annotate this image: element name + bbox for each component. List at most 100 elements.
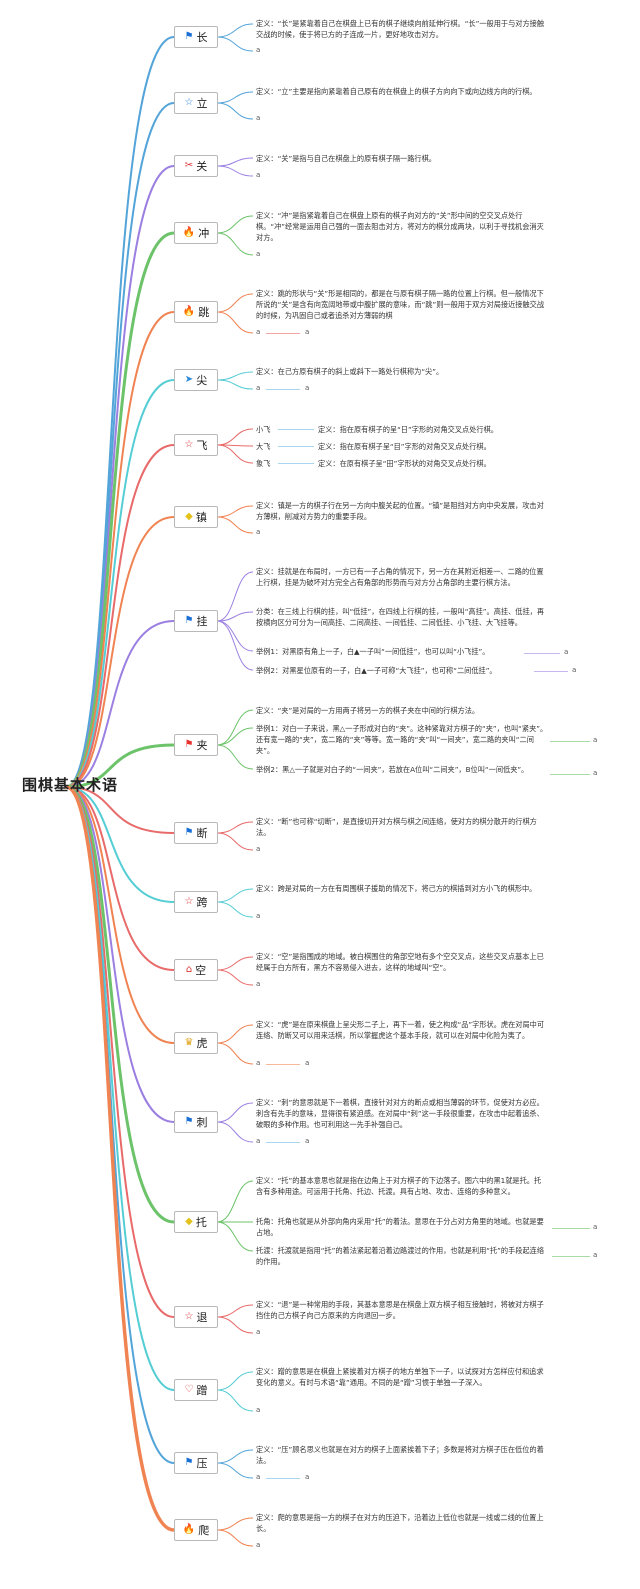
- topic-node-1[interactable]: ⚑长: [174, 26, 218, 48]
- def-kua: 定义：跨是对局的一方在有周围棋子援助的情况下，将己方的棋插到对方小飞的棋形中。: [256, 884, 537, 893]
- topic-node-15[interactable]: ⚑刺: [174, 1111, 218, 1133]
- separator: [278, 463, 314, 464]
- tools-icon: ✂: [184, 160, 194, 171]
- fei-big-label: 大飞: [256, 442, 271, 451]
- topic-node-14[interactable]: ♛虎: [174, 1032, 218, 1054]
- root-topic[interactable]: 围棋基本术语: [22, 776, 119, 794]
- placeholder-a: a: [256, 528, 261, 536]
- separator: [278, 446, 314, 447]
- gua-example-2: 举例2：对黑星位原有的一子，白▲一子可称“大飞挂”，也可称“二间低挂”。: [256, 666, 497, 675]
- topic-label: 关: [196, 160, 208, 173]
- def-duan: 定义：“断”也可称“切断”，是直接切开对方棋与棋之间连络，使对方的棋分散开的行棋…: [256, 817, 537, 837]
- topic-node-8[interactable]: ◆镇: [174, 506, 218, 528]
- topic-node-13[interactable]: ⌂空: [174, 959, 218, 981]
- heart-icon: ♡: [184, 1384, 194, 1395]
- topic-label: 飞: [196, 439, 208, 452]
- sub-connector: [216, 516, 254, 534]
- star-outline-icon: ☆: [184, 439, 194, 450]
- branch-line-3: [64, 231, 176, 789]
- topic-node-18[interactable]: ♡蹭: [174, 1379, 218, 1401]
- star-outline-icon: ☆: [184, 1311, 194, 1322]
- branch-line-18: [65, 786, 175, 1464]
- topic-node-12[interactable]: ☆跨: [174, 891, 218, 913]
- placeholder-a: a: [305, 384, 310, 392]
- topic-node-6[interactable]: ➤尖: [174, 369, 218, 391]
- flag-blue-icon: ⚑: [184, 827, 194, 838]
- def-tui: 定义：“退”是一种常用的手段，其基本意思是在棋盘上双方棋子相互接触时，将被对方棋…: [256, 1300, 544, 1320]
- branch-line-4: [65, 311, 175, 788]
- fire-icon: 🔥: [182, 227, 196, 238]
- placeholder-a: a: [305, 1137, 310, 1145]
- flag-red-icon: ⚑: [184, 739, 194, 750]
- sub-connector: [216, 727, 254, 746]
- topic-node-11[interactable]: ⚑断: [174, 822, 218, 844]
- sub-connector: [216, 1121, 254, 1143]
- separator: [550, 774, 590, 775]
- sub-connector: [216, 611, 254, 622]
- branch-line-19: [64, 785, 176, 1532]
- topic-node-9[interactable]: ⚑挂: [174, 610, 218, 632]
- sub-connector: [216, 232, 254, 256]
- topic-label: 爬: [198, 1524, 210, 1537]
- topic-node-3[interactable]: ✂关: [174, 155, 218, 177]
- sub-connector: [216, 571, 254, 622]
- separator: [266, 1478, 300, 1479]
- topic-label: 刺: [196, 1116, 208, 1129]
- placeholder-a: a: [256, 1059, 261, 1067]
- topic-node-17[interactable]: ☆退: [174, 1306, 218, 1328]
- placeholder-a: a: [593, 736, 598, 744]
- topic-node-7[interactable]: ☆飞: [174, 434, 218, 456]
- jia-example-2: 举例2：黑△一子就是对白子的“一间夹”，若放在A位叫“二间夹”，B位叫“一间低夹…: [256, 765, 529, 774]
- sub-connector: [216, 157, 254, 167]
- separator: [552, 1256, 590, 1257]
- fei-elephant-label: 象飞: [256, 459, 271, 468]
- diamond-icon: ◆: [185, 511, 193, 522]
- topic-node-10[interactable]: ⚑夹: [174, 734, 218, 756]
- placeholder-a: a: [256, 845, 261, 853]
- def-ci: 定义：“刺”的意思就是下一着棋，直接针对对方的断点或相当薄弱的环节，促使对方必应…: [256, 1098, 544, 1129]
- sub-connector: [216, 1529, 254, 1547]
- def-li: 定义：“立”主要是指向紧靠着自己原有的在棋盘上的棋子方向向下或向边线方向的行棋。: [256, 87, 537, 96]
- separator: [266, 389, 300, 390]
- flag-blue-icon: ⚑: [184, 1116, 194, 1127]
- sub-connector: [216, 293, 254, 313]
- topic-node-5[interactable]: 🔥跳: [174, 301, 218, 323]
- separator: [552, 1228, 590, 1229]
- sub-connector: [216, 1449, 254, 1464]
- separator: [266, 333, 300, 334]
- sub-connector: [216, 505, 254, 518]
- branch-line-8: [65, 620, 175, 788]
- sub-connector: [216, 620, 254, 671]
- topic-label: 尖: [196, 374, 208, 387]
- topic-node-19[interactable]: ⚑压: [174, 1452, 218, 1474]
- placeholder-a: a: [256, 384, 261, 392]
- sub-connector: [216, 888, 254, 903]
- gua-class: 分类：在三线上行棋的挂，叫“低挂”，在四线上行棋的挂，一般叫“高挂”。高挂、低挂…: [256, 607, 545, 627]
- placeholder-a: a: [256, 912, 261, 920]
- topic-node-16[interactable]: ◆托: [174, 1211, 218, 1233]
- sub-connector: [216, 1180, 254, 1223]
- def-jia: 定义：“夹”是对局的一方用两子将另一方的棋子夹在中间的行棋方法。: [256, 706, 480, 715]
- sub-connector: [216, 102, 254, 120]
- def-guan: 定义：“关”是指与自己在棋盘上的原有棋子隔一路行棋。: [256, 154, 436, 163]
- topic-node-2[interactable]: ☆立: [174, 92, 218, 114]
- branch-line-14: [65, 786, 175, 1123]
- topic-node-4[interactable]: 🔥冲: [174, 222, 218, 244]
- sub-connector: [216, 821, 254, 834]
- placeholder-a: a: [305, 1473, 310, 1481]
- sub-connector: [216, 1316, 254, 1334]
- fire-icon: 🔥: [182, 1524, 196, 1535]
- def-chong: 定义：“冲”是指紧靠着自己在棋盘上原有的棋子向对方的“关”形中间的空交叉点处行棋…: [256, 211, 544, 242]
- tuo-jiao: 托角：托角也就是从外部向角内采用“托”的着法。意思在于分占对方角里的地域。也就是…: [256, 1217, 544, 1237]
- def-zhen: 定义：镇是一方的棋子行在另一方向中腹关起的位置。“镇”是阻挡对方向中央发展，攻击…: [256, 501, 544, 521]
- topic-label: 镇: [195, 511, 207, 524]
- placeholder-a: a: [256, 980, 261, 988]
- topic-node-20[interactable]: 🔥爬: [174, 1519, 218, 1541]
- topic-label: 空: [195, 964, 207, 977]
- placeholder-a: a: [305, 1059, 310, 1067]
- topic-label: 压: [196, 1457, 208, 1470]
- topic-label: 跨: [196, 896, 208, 909]
- sub-connector: [216, 444, 254, 447]
- branch-line-2: [65, 165, 175, 788]
- jia-example-1: 举例1：对白一子来说，黑△一子形成对白的“夹”。这种紧靠对方棋子的“夹”，也叫“…: [256, 724, 548, 755]
